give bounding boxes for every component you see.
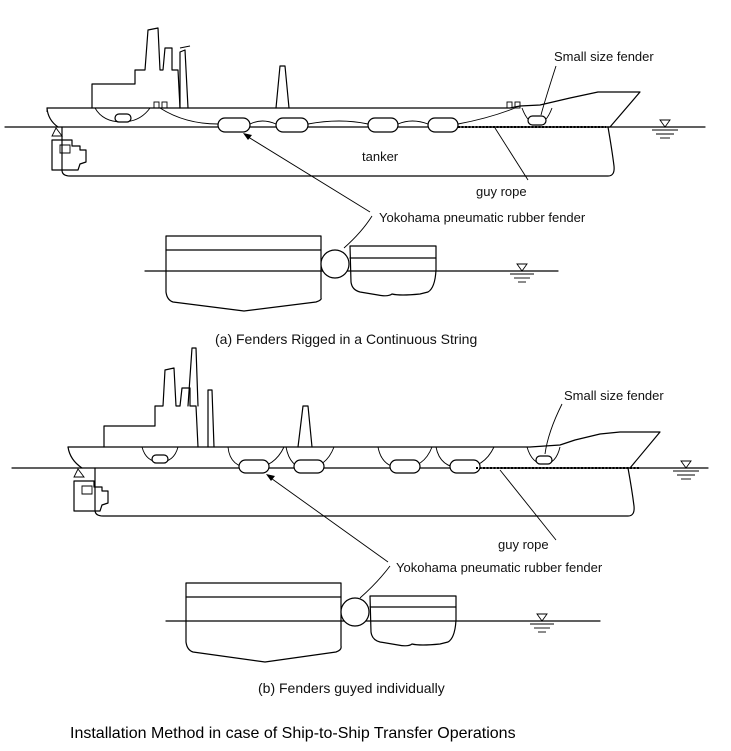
tanker-hull-a	[61, 126, 615, 177]
mast-a	[275, 65, 290, 109]
small-fender-a-fwd	[521, 107, 553, 126]
water-level-symbol-b	[673, 460, 699, 480]
cross-section-b	[165, 582, 601, 663]
small-fender-b-fwd	[526, 446, 561, 465]
label-tanker: tanker	[362, 149, 399, 164]
diagram-a: Small size fender tanker guy rope Yokoha…	[4, 27, 706, 347]
leader-fender-a	[244, 134, 371, 213]
pneumatic-fender-a-2	[275, 117, 309, 133]
small-ship-hull-a	[46, 91, 641, 128]
tanker-rudder-a	[51, 127, 87, 171]
small-ship-hull-b	[67, 431, 661, 469]
leader-fender-b	[267, 475, 389, 563]
diagram-b: Small size fender guy rope Yokohama pneu…	[11, 347, 709, 696]
label-small-fender-b: Small size fender	[564, 388, 664, 403]
leader-guy-rope-b	[499, 469, 557, 541]
leader-fender-section-b	[359, 565, 391, 599]
superstructure-a	[91, 27, 181, 109]
bollards-a	[153, 101, 521, 109]
arrow-fender-a	[243, 133, 252, 140]
superstructure-b	[103, 367, 199, 448]
pneumatic-fender-b-4	[435, 446, 495, 474]
fender-string-chain-a	[159, 107, 516, 125]
tanker-rudder-b	[73, 468, 109, 512]
pneumatic-fender-b-3	[377, 446, 433, 474]
leader-guy-rope-a	[494, 127, 529, 181]
leader-fender-section-a	[343, 215, 373, 249]
leader-small-fender-a	[540, 65, 557, 116]
leader-small-fender-b	[544, 403, 563, 455]
label-guy-rope-b: guy rope	[498, 537, 549, 552]
label-guy-rope-a: guy rope	[476, 184, 527, 199]
caption-a: (a) Fenders Rigged in a Continuous Strin…	[215, 331, 477, 347]
label-fender-a: Yokohama pneumatic rubber fender	[379, 210, 586, 225]
label-small-fender-a: Small size fender	[554, 49, 654, 64]
cross-section-a	[144, 235, 559, 312]
mast-b	[297, 405, 313, 448]
pneumatic-fender-b-2	[285, 446, 335, 474]
figure-title: Installation Method in case of Ship-to-S…	[70, 725, 516, 742]
tanker-hull-b	[94, 467, 635, 517]
pneumatic-fender-a-1	[217, 117, 251, 133]
pneumatic-fender-a-3	[367, 117, 399, 133]
pneumatic-fender-a-4	[427, 117, 459, 133]
arrow-fender-b	[266, 474, 275, 481]
label-fender-b: Yokohama pneumatic rubber fender	[396, 560, 603, 575]
caption-b: (b) Fenders guyed individually	[258, 680, 445, 696]
water-level-symbol-a	[652, 119, 678, 139]
small-fender-a-aft	[94, 107, 151, 123]
pneumatic-fender-b-1	[227, 446, 285, 474]
small-fender-b-aft	[141, 446, 179, 464]
